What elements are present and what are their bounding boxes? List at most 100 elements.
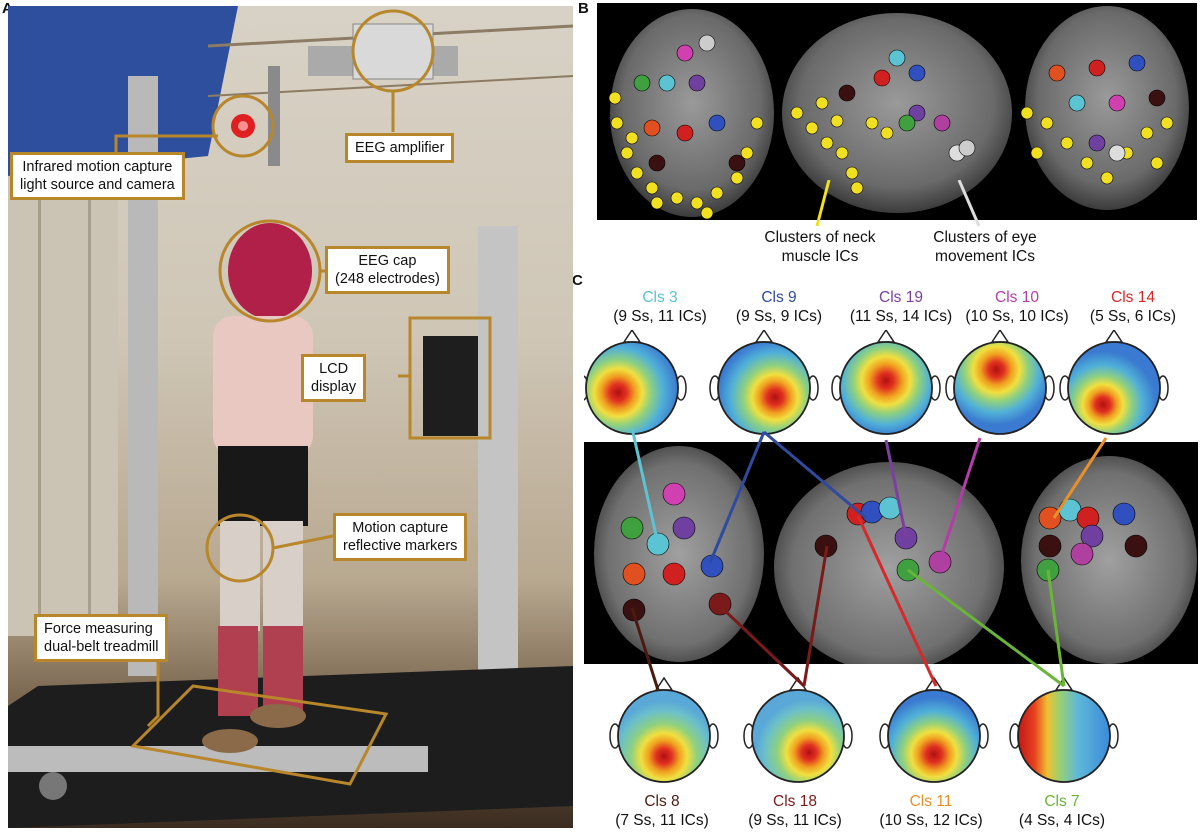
b-cluster-dipole [898,114,916,132]
c-cluster-dipole [622,562,646,586]
b-neck-dipole [850,181,864,195]
b-neck-dipole [750,116,764,130]
cls-11-sub: (10 Ss, 12 ICs) [879,812,983,829]
eye-label-line-2: movement ICs [935,248,1035,265]
b-neck-dipole [710,186,724,200]
c-cluster-dipole [662,562,686,586]
cls-10-scalp-map [953,341,1047,435]
b-neck-dipole [620,146,634,160]
cls-19-scalp-map [839,341,933,435]
b-neck-dipole [1020,106,1034,120]
panel-letter-b: B [578,0,589,17]
cls-14-title: Cls 14 (5 Ss, 6 ICs) [1068,288,1198,326]
panel-c-dipole-plot [594,446,1197,664]
cls-3-sub: (9 Ss, 11 ICs) [613,308,707,325]
b-cluster-dipole [873,69,891,87]
b-neck-dipole [880,126,894,140]
cls-11-scalp-map [887,689,981,783]
b-cluster-dipole [676,44,694,62]
cls-18-name: Cls 18 [773,793,817,810]
c-cluster-dipole [1080,524,1104,548]
panel-c-heads [584,330,1169,783]
cls-8-title: Cls 8 (7 Ss, 11 ICs) [597,792,727,830]
neck-label-line-2: muscle ICs [781,248,859,265]
b-cluster-dipole [1048,64,1066,82]
c-cluster-dipole [662,482,686,506]
cls-8-sub: (7 Ss, 11 ICs) [615,812,709,829]
connector-cls-7-a [907,568,1065,688]
cls-19-name: Cls 19 [879,289,923,306]
b-neck-dipole [700,206,714,220]
b-neck-dipole [1160,116,1174,130]
panel-b-label-leaders [815,180,981,227]
cls-7-title: Cls 7 (4 Ss, 4 ICs) [997,792,1127,830]
panel-b-brain-views [597,3,1197,220]
c-cluster-dipole [1124,534,1148,558]
cls-10-sub: (10 Ss, 10 ICs) [965,308,1069,325]
b-cluster-dipole [1108,144,1126,162]
connector-cls-8 [630,607,660,691]
b-cluster-dipole [933,114,951,132]
cls-3-name: Cls 3 [642,289,678,306]
c-cluster-dipole [1038,506,1062,530]
b-neck-dipole [820,136,834,150]
panel-b-dipoles [608,34,1174,220]
b-neck-dipole [1150,156,1164,170]
cls-18-title: Cls 18 (9 Ss, 11 ICs) [730,792,860,830]
b-cluster-dipole [648,154,666,172]
cls-9-name: Cls 9 [761,289,797,306]
cls-7-scalp-map [1017,689,1111,783]
callout-reflective-markers: Motion capture reflective markers [333,513,468,561]
b-cluster-dipole [958,139,976,157]
callout-lcd-line-2: display [311,379,357,395]
b-neck-dipole [805,121,819,135]
callout-treadmill-line-2: dual-belt treadmill [44,639,159,655]
panel-c-scalp-maps [584,330,1169,783]
b-neck-dipole [790,106,804,120]
connector-cls-18-a [718,604,806,688]
cls-9-sub: (9 Ss, 9 ICs) [735,308,823,325]
b-cluster-dipole [908,64,926,82]
label-eye-movement-clusters: Clusters of eye movement ICs [900,228,1070,266]
label-neck-muscle-clusters: Clusters of neck muscle ICs [725,228,915,266]
panel-c-connectors [630,427,1108,691]
b-neck-dipole [608,91,622,105]
panel-c-dipoles [620,482,1148,622]
connector-cls-10 [938,437,982,561]
b-cluster-dipole [708,114,726,132]
callout-cap-line-1: EEG cap [358,253,417,269]
callout-ir-line-1: Infrared motion capture [22,159,173,175]
callout-treadmill: Force measuring dual-belt treadmill [34,614,169,662]
b-neck-dipole [690,196,704,210]
cls-19-sub: (11 Ss, 14 ICs) [849,308,953,325]
b-cluster-dipole [698,34,716,52]
b-cluster-dipole [1108,94,1126,112]
cls-14-scalp-map [1067,341,1161,435]
neck-label-line-1: Clusters of neck [764,229,876,246]
connector-cls-18-b [802,545,829,687]
cls-14-sub: (5 Ss, 6 ICs) [1089,308,1177,325]
callout-markers-line-2: reflective markers [343,538,458,554]
callout-treadmill-line-1: Force measuring [44,621,153,637]
eye-label-line-1: Clusters of eye [933,229,1037,246]
b-neck-dipole [830,114,844,128]
callout-ir-line-2: light source and camera [20,177,175,193]
b-neck-dipole [630,166,644,180]
b-neck-dipole [1040,116,1054,130]
cls-7-name: Cls 7 [1044,793,1080,810]
cls-11-title: Cls 11 (10 Ss, 12 ICs) [866,792,996,830]
b-neck-dipole [625,131,639,145]
b-cluster-dipole [838,84,856,102]
b-neck-dipole [1100,171,1114,185]
b-cluster-dipole [1128,54,1146,72]
b-neck-dipole [835,146,849,160]
c-cluster-dipole [1038,534,1062,558]
connector-cls-9-b [763,430,867,520]
b-neck-dipole [815,96,829,110]
connector-cls-11 [856,515,938,687]
b-neck-dipole [670,191,684,205]
b-cluster-dipole [658,74,676,92]
b-cluster-dipole [1088,134,1106,152]
b-cluster-dipole [633,74,651,92]
panel-letter-a: A [2,0,13,17]
